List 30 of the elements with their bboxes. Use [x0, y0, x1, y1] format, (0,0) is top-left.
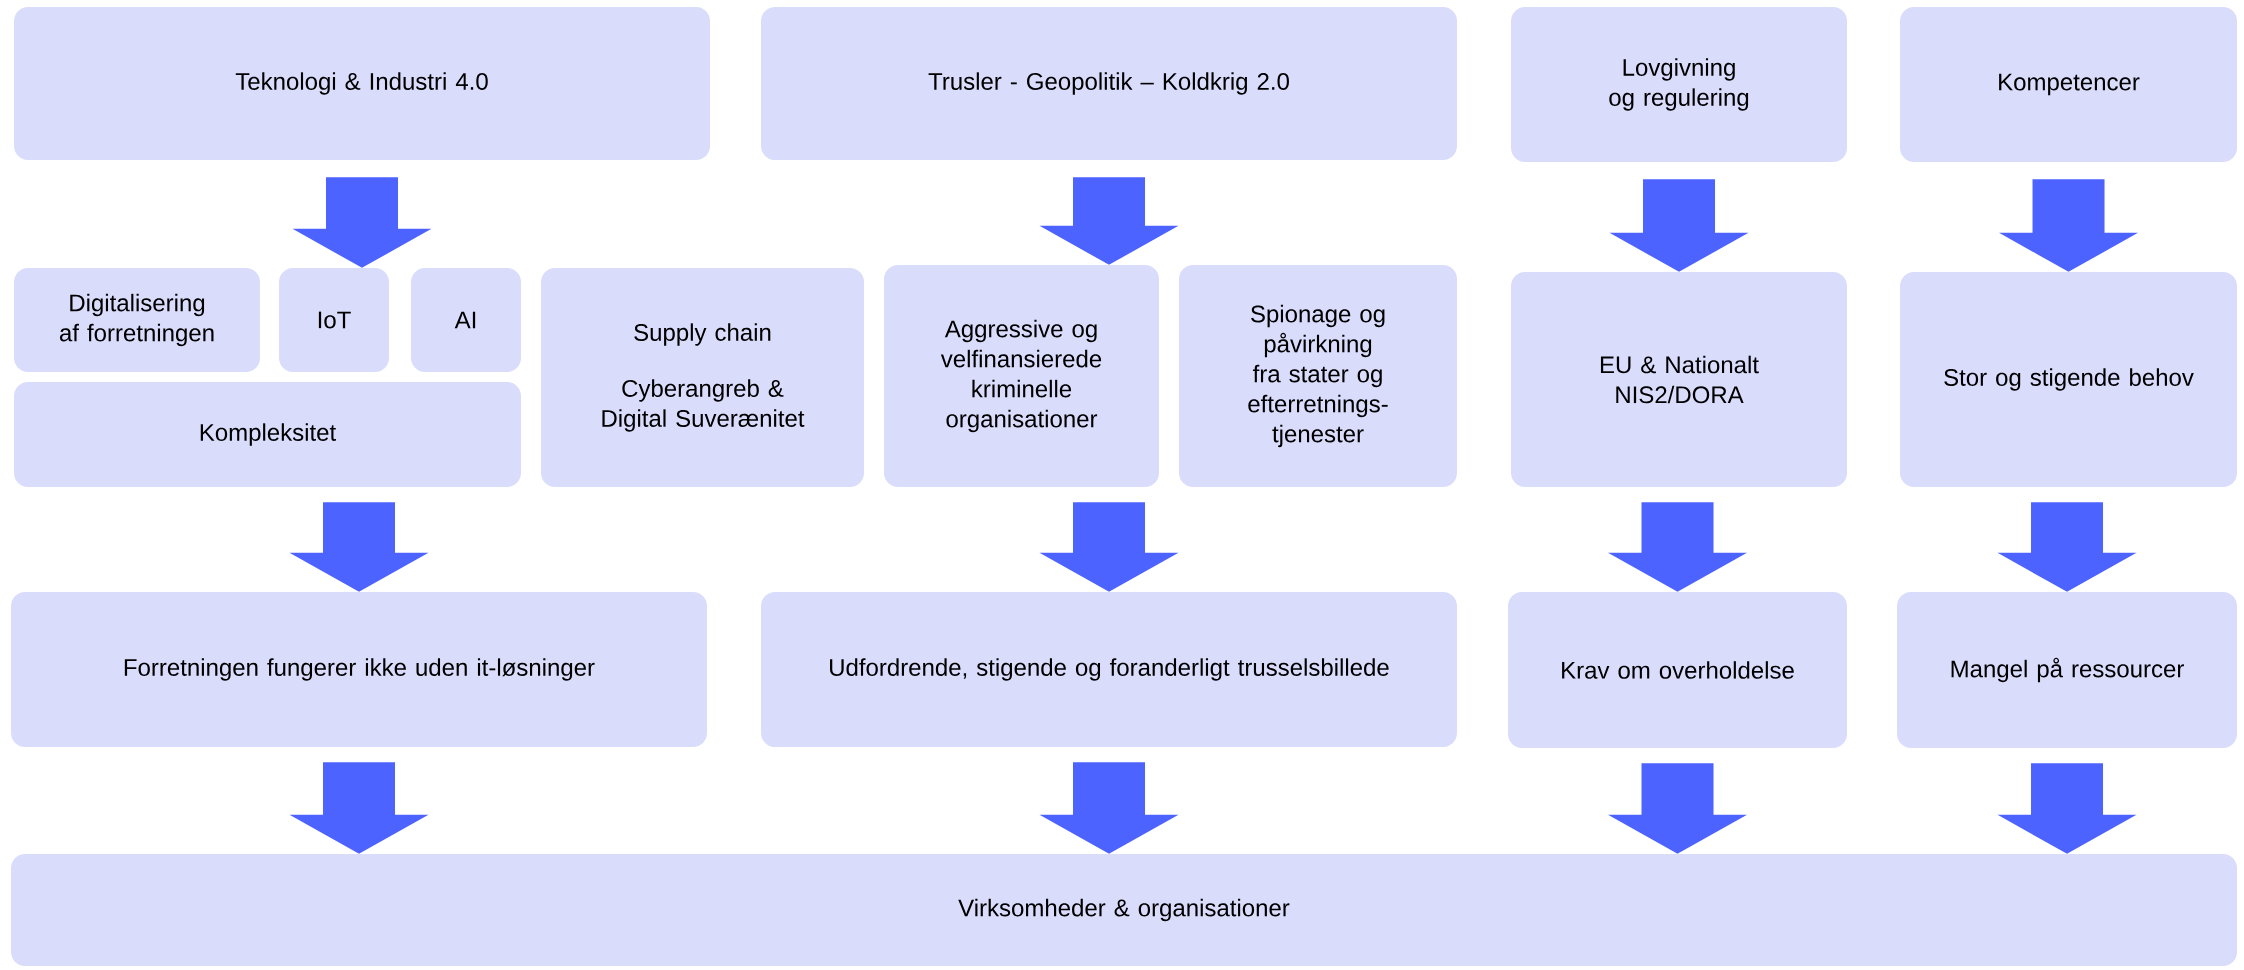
block-arrow	[292, 177, 432, 268]
process-box: Forretningen fungerer ikke uden it-løsninger	[11, 592, 707, 747]
block-arrow	[1609, 179, 1749, 272]
block-arrow	[1997, 502, 2137, 592]
process-box: EU & Nationalt NIS2/DORA	[1511, 272, 1847, 487]
process-box: IoT	[279, 268, 389, 372]
process-box: Udfordrende, stigende og foranderligt trusselsbillede	[761, 592, 1457, 747]
process-box: Virksomheder & organisationer	[11, 854, 2237, 966]
block-arrow	[1039, 762, 1179, 854]
process-box: Kompleksitet	[14, 382, 521, 487]
process-box: Digitalisering af forretningen	[14, 268, 260, 372]
process-box: Lovgivning og regulering	[1511, 7, 1847, 162]
block-arrow	[1608, 502, 1747, 592]
process-box: Stor og stigende behov	[1900, 272, 2237, 487]
process-box: Trusler - Geopolitik – Koldkrig 2.0	[761, 7, 1457, 160]
block-arrow	[1999, 179, 2138, 272]
process-box: AI	[411, 268, 521, 372]
block-arrow	[1039, 502, 1179, 592]
process-box: Krav om overholdelse	[1508, 592, 1847, 748]
block-arrow	[1039, 177, 1179, 265]
process-box: Mangel på ressourcer	[1897, 592, 2237, 748]
block-arrow	[289, 762, 429, 854]
block-arrow	[289, 502, 429, 592]
process-box: Spionage og påvirkning fra stater og efterretnings-tjenester	[1179, 265, 1457, 487]
process-box: Teknologi & Industri 4.0	[14, 7, 710, 160]
process-box: Supply chain Cyberangreb & Digital Suverænitet	[541, 268, 864, 487]
process-box: Aggressive og velfinansierede kriminelle organisationer	[884, 265, 1159, 487]
block-arrow	[1608, 763, 1747, 854]
process-box: Kompetencer	[1900, 7, 2237, 162]
block-arrow	[1997, 763, 2137, 854]
